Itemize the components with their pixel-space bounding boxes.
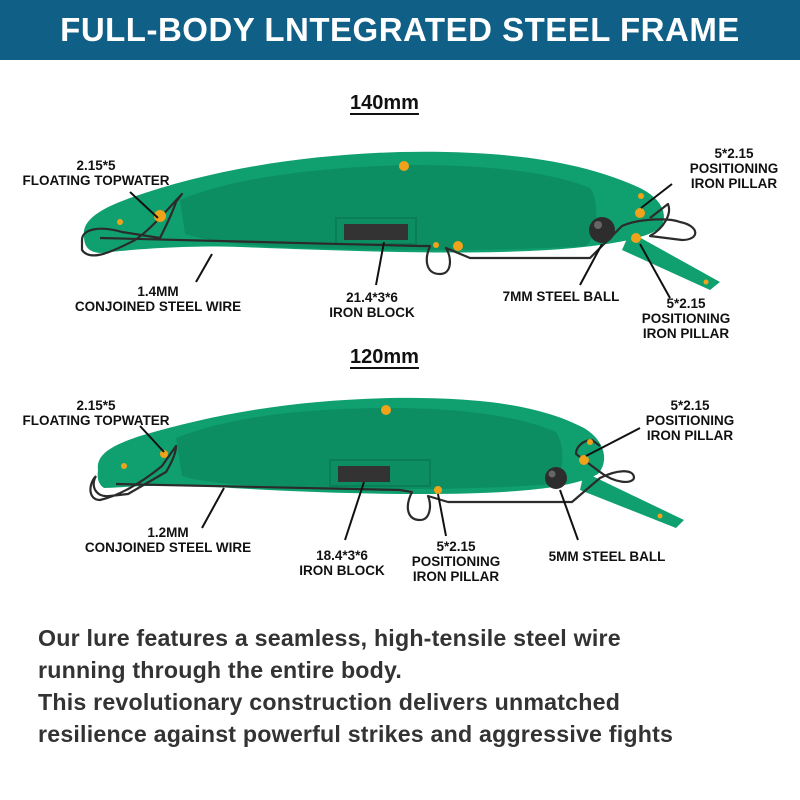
lure-120-steel-ball bbox=[545, 467, 567, 489]
lure-120-title: 120mm bbox=[350, 346, 419, 368]
lure-120-pillar-top-spec: 5*2.15 bbox=[670, 398, 710, 413]
lure-140-iron-block bbox=[344, 224, 408, 240]
lure-120-pillar-top-label: 5*2.15 POSITIONING IRON PILLAR bbox=[634, 398, 746, 443]
lure-140-pillar-bottom-line2: IRON PILLAR bbox=[642, 326, 730, 341]
lure-140-pillar-top-line2: IRON PILLAR bbox=[690, 176, 778, 191]
lure-140-pin-top bbox=[399, 161, 409, 171]
lure-140-pillar-bottom-spec: 5*2.15 bbox=[666, 296, 706, 311]
header-banner: FULL-BODY LNTEGRATED STEEL FRAME bbox=[0, 0, 800, 60]
lure-120-pin-front bbox=[160, 450, 168, 458]
description-text: Our lure features a seamless, high-tensi… bbox=[38, 622, 783, 750]
lure-140-diagram bbox=[80, 151, 720, 299]
lure-120-wire-label: 1.2MM CONJOINED STEEL WIRE bbox=[72, 525, 264, 555]
lure-120-pin-mid bbox=[434, 486, 442, 494]
description-line-2: running through the entire body. bbox=[38, 657, 403, 683]
lure-120-pillar-mid-line1: POSITIONING bbox=[411, 554, 501, 569]
lure-120-pillar-mid-line2: IRON PILLAR bbox=[412, 569, 500, 584]
lure-140-wire-name: CONJOINED STEEL WIRE bbox=[74, 299, 242, 314]
lure-120-steel-wire bbox=[89, 438, 636, 522]
lure-120-pillar-mid-spec: 5*2.15 bbox=[436, 539, 476, 554]
lure-120-block-label: 18.4*3*6 IRON BLOCK bbox=[290, 548, 394, 578]
lure-120-pillar-top-line2: IRON PILLAR bbox=[646, 428, 734, 443]
lure-120-pillar-mid-label: 5*2.15 POSITIONING IRON PILLAR bbox=[400, 539, 512, 584]
lure-120-bill bbox=[580, 472, 684, 528]
lure-140-wire-label: 1.4MM CONJOINED STEEL WIRE bbox=[62, 284, 254, 314]
lure-120-pin-top bbox=[381, 405, 391, 415]
description-line-4: resilience against powerful strikes and … bbox=[38, 721, 674, 747]
lure-120-wire-spec: 1.2MM bbox=[147, 525, 189, 540]
lure-140-steel-wire bbox=[80, 192, 697, 276]
lure-120-block-name: IRON BLOCK bbox=[299, 563, 385, 578]
lure-120-iron-block bbox=[338, 466, 390, 482]
description-line-3: This revolutionary construction delivers… bbox=[38, 689, 621, 715]
lure-120-wire-name: CONJOINED STEEL WIRE bbox=[84, 540, 252, 555]
lure-140-pin-rear-bottom bbox=[631, 233, 641, 243]
lure-120-ball-label: 5MM STEEL BALL bbox=[548, 549, 666, 564]
page-title: FULL-BODY LNTEGRATED STEEL FRAME bbox=[60, 11, 740, 48]
lure-120-diagram bbox=[89, 397, 684, 541]
lure-140-cavity bbox=[180, 165, 597, 250]
lure-140-floating-name: FLOATING TOPWATER bbox=[22, 173, 170, 188]
lure-140-floating-spec: 2.15*5 bbox=[76, 158, 116, 173]
lure-120-floating-spec: 2.15*5 bbox=[76, 398, 116, 413]
lure-120-cavity bbox=[176, 408, 563, 490]
lure-140-floating-label: 2.15*5 FLOATING TOPWATER bbox=[10, 158, 182, 188]
lure-140-pillar-top-label: 5*2.15 POSITIONING IRON PILLAR bbox=[676, 146, 792, 191]
lure-120-block-spec: 18.4*3*6 bbox=[316, 548, 368, 563]
lure-140-ball-label: 7MM STEEL BALL bbox=[502, 289, 620, 304]
lure-140-pillar-top-spec: 5*2.15 bbox=[714, 146, 754, 161]
lure-140-block-spec: 21.4*3*6 bbox=[346, 290, 398, 305]
lure-120-pin-rear bbox=[579, 455, 589, 465]
lure-140-pin-rear-top bbox=[635, 208, 645, 218]
lure-120-pillar-top-line1: POSITIONING bbox=[645, 413, 735, 428]
lure-140-title: 140mm bbox=[350, 92, 419, 114]
lure-140-block-label: 21.4*3*6 IRON BLOCK bbox=[316, 290, 428, 320]
lure-140-pin-front bbox=[154, 210, 166, 222]
lure-140-steel-ball bbox=[589, 217, 615, 243]
lure-120-floating-name: FLOATING TOPWATER bbox=[22, 413, 170, 428]
lure-140-bill bbox=[622, 232, 720, 290]
lure-120-floating-label: 2.15*5 FLOATING TOPWATER bbox=[10, 398, 182, 428]
lure-140-wire-spec: 1.4MM bbox=[137, 284, 179, 299]
lure-140-pillar-top-line1: POSITIONING bbox=[689, 161, 779, 176]
lure-140-pillar-bottom-line1: POSITIONING bbox=[641, 311, 731, 326]
description-line-1: Our lure features a seamless, high-tensi… bbox=[38, 625, 621, 651]
lure-140-pillar-bottom-label: 5*2.15 POSITIONING IRON PILLAR bbox=[630, 296, 742, 341]
lure-140-block-name: IRON BLOCK bbox=[329, 305, 415, 320]
